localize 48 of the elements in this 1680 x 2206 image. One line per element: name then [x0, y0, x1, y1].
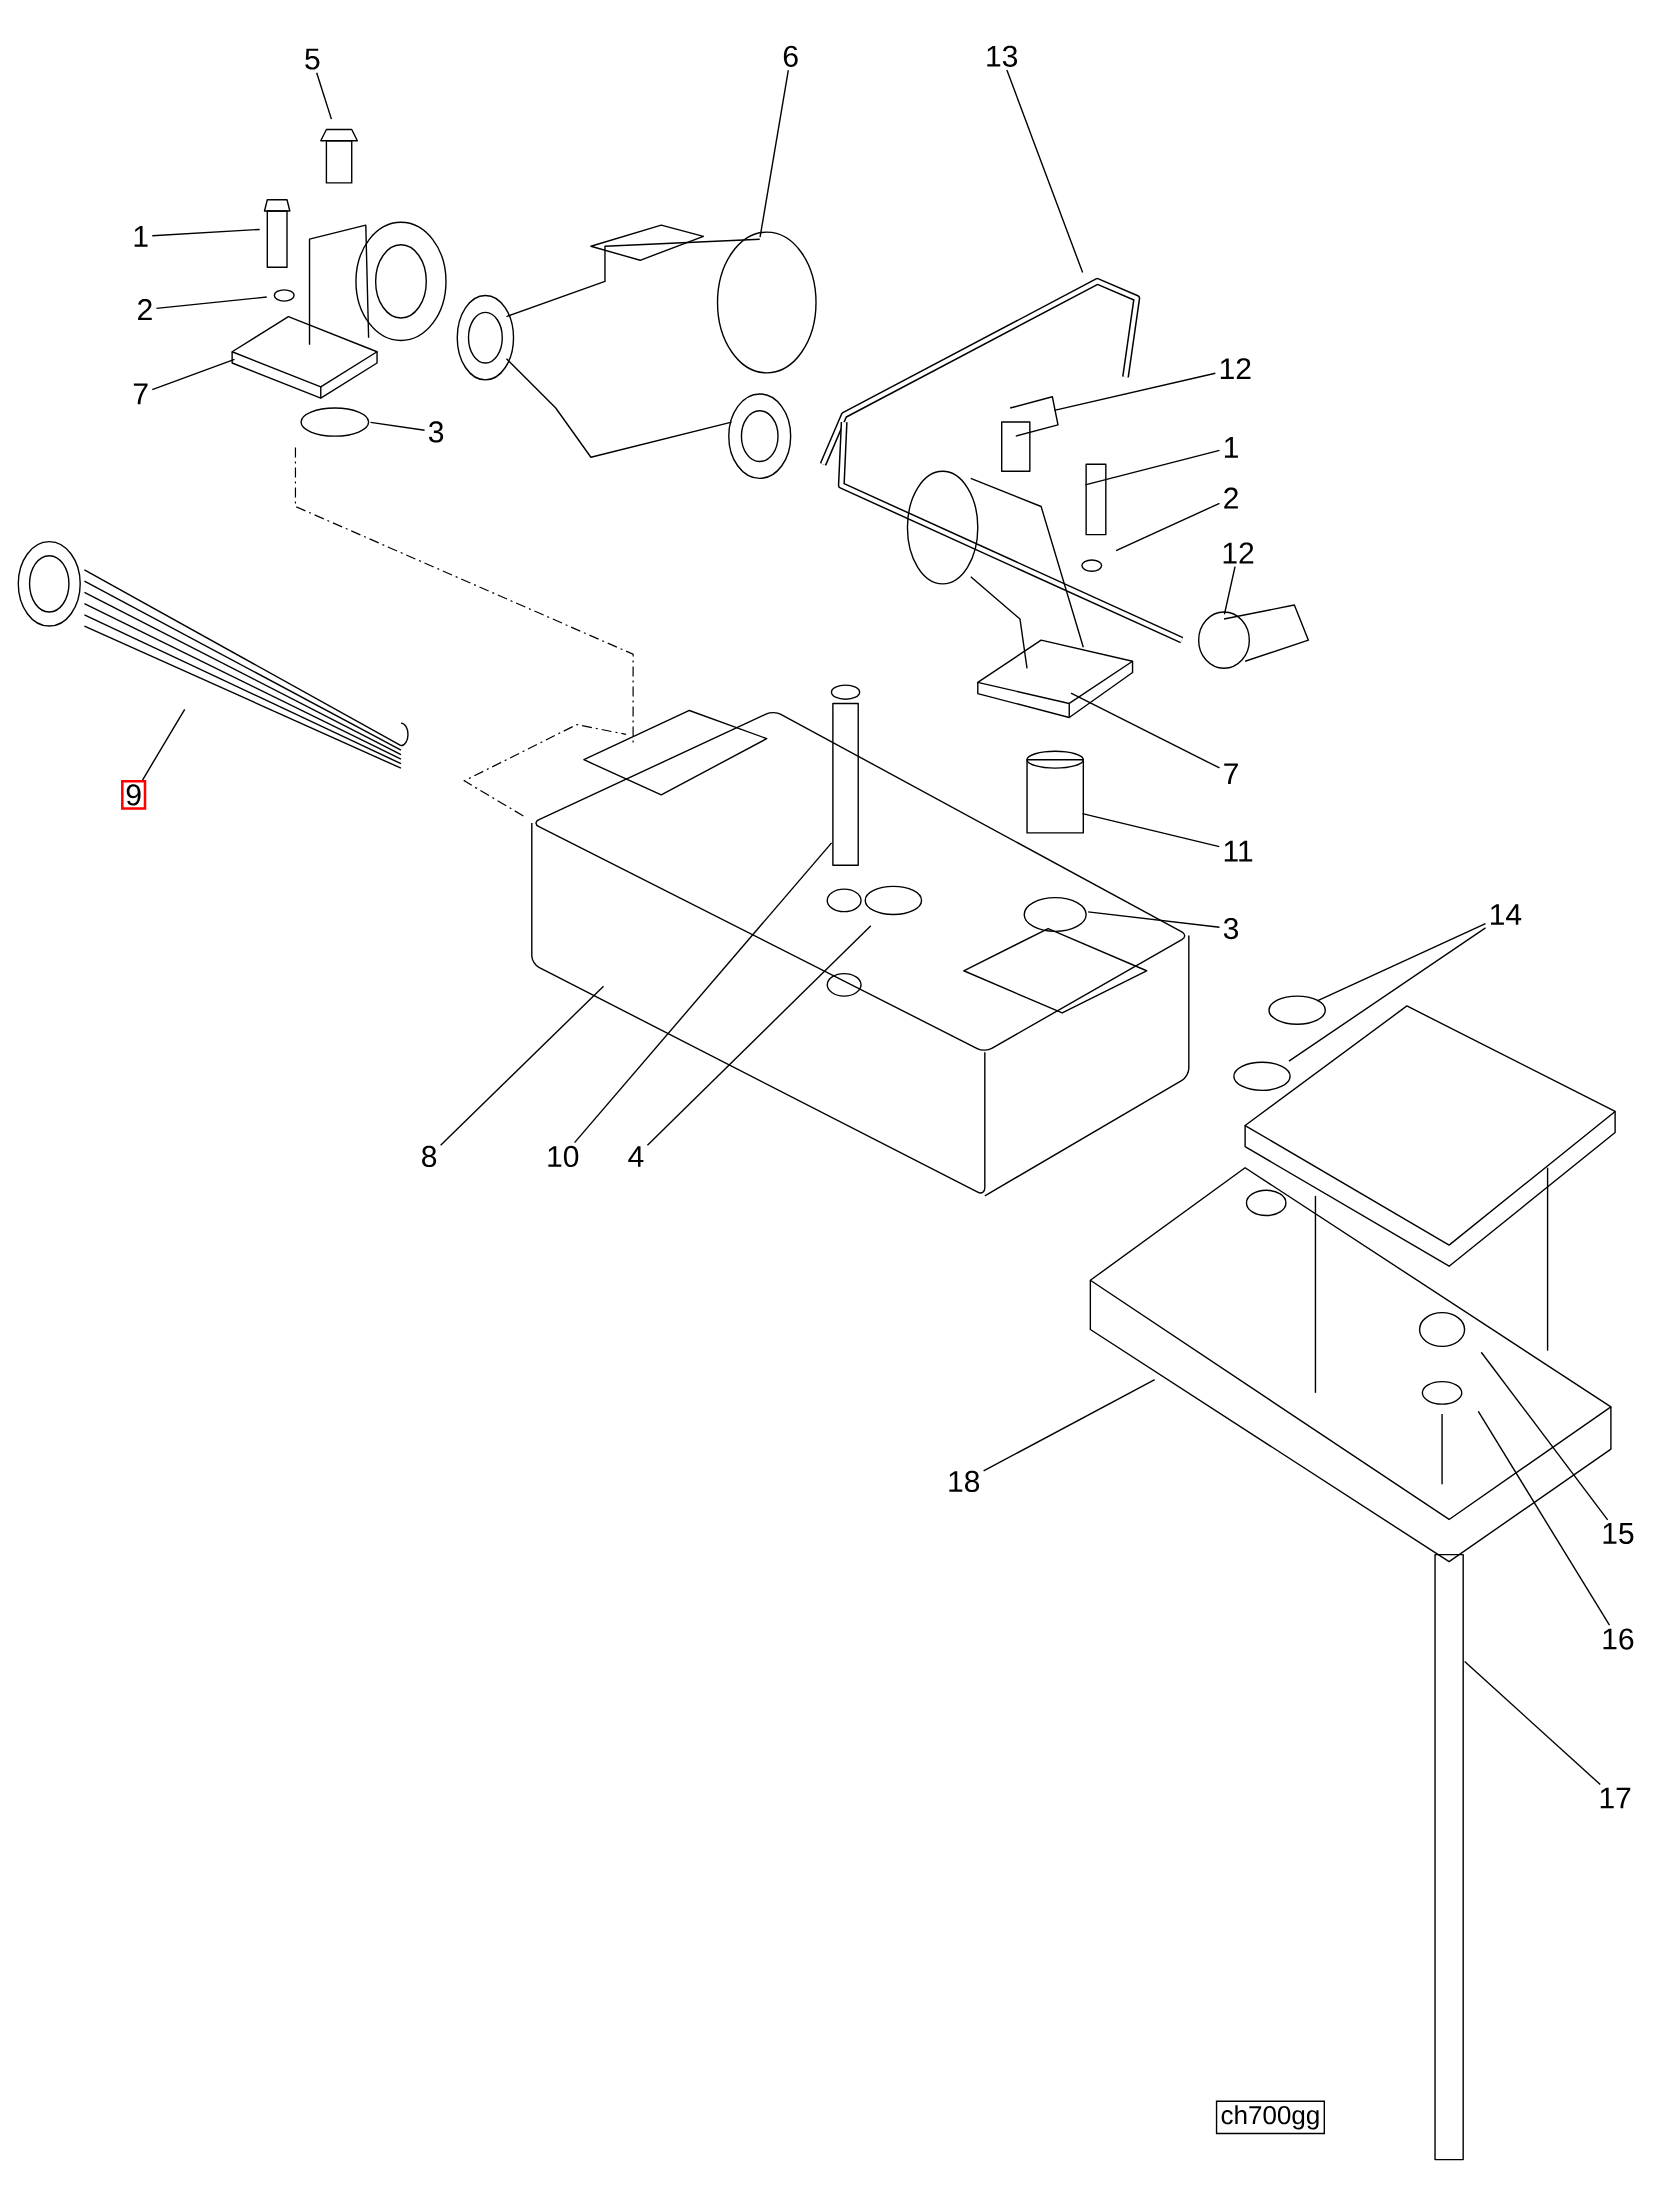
callout-number: 11: [1224, 840, 1253, 862]
leader-line: [316, 72, 333, 120]
leader-line: [573, 842, 833, 1144]
leader-line: [1053, 372, 1217, 412]
leader-line: [151, 358, 236, 391]
leader-line: [1081, 812, 1221, 848]
leader-line: [646, 925, 872, 1146]
leader-line: [1087, 911, 1221, 928]
callout-number: 7: [134, 383, 148, 405]
leader-line: [1070, 692, 1221, 769]
callout-number: 12: [1223, 542, 1254, 564]
leader-line: [983, 1379, 1156, 1472]
callout-number: 8: [422, 1145, 437, 1168]
leader-line: [1477, 1410, 1611, 1626]
callout-number: 15: [1603, 1523, 1634, 1544]
callout-number: 3: [1223, 917, 1239, 940]
leader-line: [440, 985, 605, 1146]
leader-line: [1084, 449, 1221, 486]
leader-line: [1223, 565, 1236, 615]
callout-number: 4: [628, 1146, 644, 1167]
callout-number: 5: [305, 48, 320, 70]
drawing-code: ch700gg: [1215, 2100, 1326, 2135]
callout-number: 9: [121, 780, 147, 810]
callout-number: 2: [1224, 487, 1238, 509]
callout-number: 12: [1220, 358, 1251, 380]
callout-number: 18: [949, 1470, 980, 1493]
callout-number: 3: [429, 421, 444, 443]
leader-line: [370, 421, 426, 431]
callout-number: 10: [548, 1145, 579, 1168]
leader-line: [1480, 1351, 1609, 1521]
callout-number: 13: [987, 45, 1018, 67]
callout-number: 6: [783, 45, 798, 67]
leader-line: [1316, 922, 1487, 1002]
leader-line: [1464, 1660, 1602, 1786]
callout-number: 17: [1600, 1787, 1631, 1809]
leader-line: [155, 296, 268, 310]
leader-line: [759, 69, 790, 238]
callout-number: 1: [1225, 437, 1238, 458]
leader-line: [1006, 69, 1084, 274]
callout-number: 2: [138, 299, 152, 320]
callout-number: 16: [1603, 1628, 1634, 1650]
callout-number: 1: [134, 226, 148, 247]
callout-number: 7: [1224, 763, 1238, 785]
leader-line: [1115, 502, 1221, 552]
leader-line: [1288, 927, 1487, 1062]
leader-line: [141, 708, 186, 781]
leader-line: [151, 228, 261, 237]
callout-number: 14: [1491, 904, 1522, 925]
